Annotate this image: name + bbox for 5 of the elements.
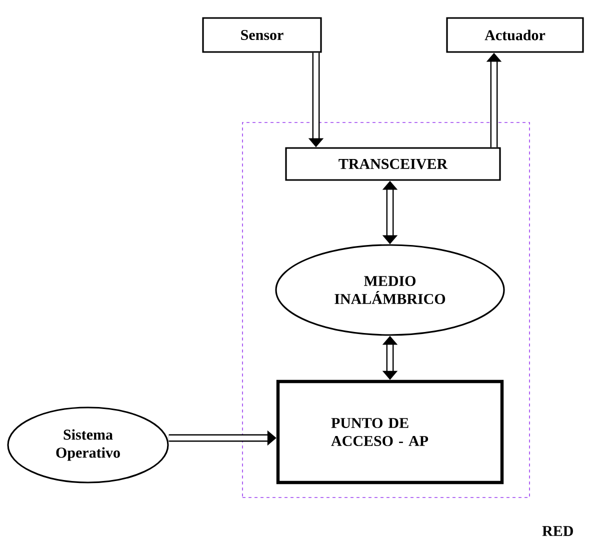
transceiver-box: TRANSCEIVER — [285, 147, 501, 181]
access-point-box: PUNTO DE ACCESO - AP — [276, 380, 504, 484]
sensor-box: Sensor — [202, 17, 322, 53]
boundary-label: RED — [542, 526, 573, 536]
actuator-box: Actuador — [446, 17, 584, 53]
